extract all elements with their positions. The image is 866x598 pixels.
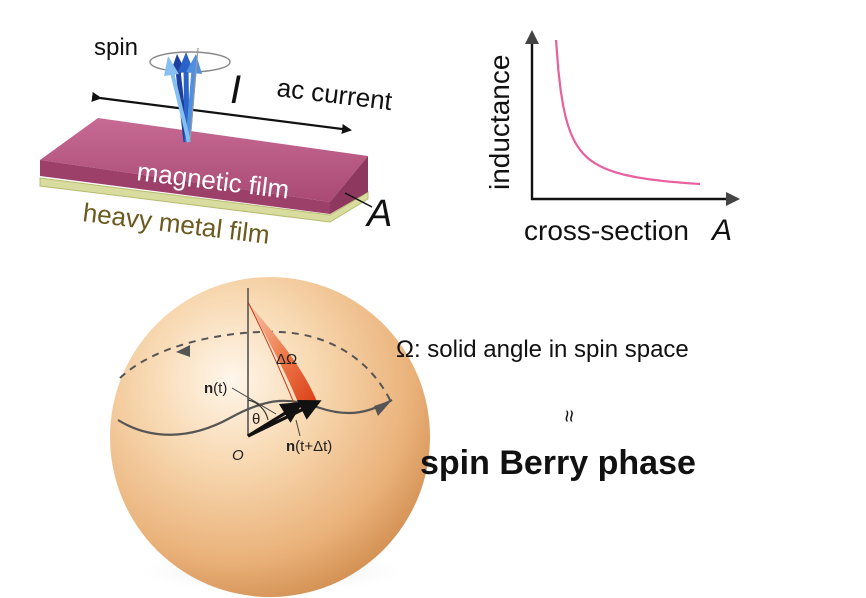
magnetic-film-edge	[40, 160, 330, 214]
y-axis-label: inductance	[484, 55, 515, 190]
magnetic-film-layer	[40, 118, 368, 202]
magnetic-film-side	[330, 156, 368, 214]
theta-label: θ	[252, 411, 260, 428]
path-arrow-back	[176, 345, 190, 357]
omega-definition: Ω: solid angle in spin space	[396, 336, 689, 363]
n-t-leader	[231, 387, 277, 415]
spin-arrow-4-head	[164, 56, 179, 76]
spin-arrows	[164, 47, 202, 143]
n-t-dt-label: n(t+Δt)	[286, 438, 332, 455]
current-label: ac current	[275, 72, 394, 116]
berry-phase-label: spin Berry phase	[420, 444, 696, 482]
cross-section-symbol: A	[365, 193, 392, 235]
solid-angle-patch	[248, 302, 318, 408]
heavy-metal-layer	[39, 177, 369, 223]
delta-omega-label: ΔΩ	[276, 351, 297, 368]
film-panel: spin I ac current magnetic film heavy me…	[39, 34, 394, 250]
patch-edge	[247, 301, 297, 409]
inverse-curve	[554, 39, 701, 186]
spin-arrow-4	[170, 71, 191, 143]
approx-symbol: ≈	[557, 410, 582, 422]
spin-arrow-3-head	[186, 54, 202, 74]
current-arrow	[91, 92, 352, 134]
x-axis-symbol: A	[710, 214, 732, 247]
spin-axis-line	[189, 47, 199, 143]
cross-section-leader	[344, 192, 373, 208]
n-t-dt-vector	[247, 399, 322, 438]
path-dashed-back	[119, 330, 391, 401]
sphere	[110, 277, 430, 597]
current-symbol: I	[230, 68, 241, 112]
spin-arrow-3	[185, 69, 197, 143]
trajectory-arrow	[374, 400, 392, 416]
n-t-label: n(t)	[204, 380, 227, 397]
theta-arc	[247, 399, 269, 421]
origin-label: O	[232, 447, 244, 464]
spin-label: spin	[94, 34, 138, 61]
inductance-chart: inductance cross-section A	[484, 30, 740, 247]
berry-sphere-panel: ΔΩ n(t) θ O n(t+Δt)	[110, 277, 430, 597]
n-t-dt-leader	[295, 419, 301, 437]
explanation-panel: Ω: solid angle in spin space ≈ spin Berr…	[396, 336, 696, 482]
trajectory-front	[117, 399, 393, 436]
x-axis-label: cross-section	[524, 215, 689, 246]
